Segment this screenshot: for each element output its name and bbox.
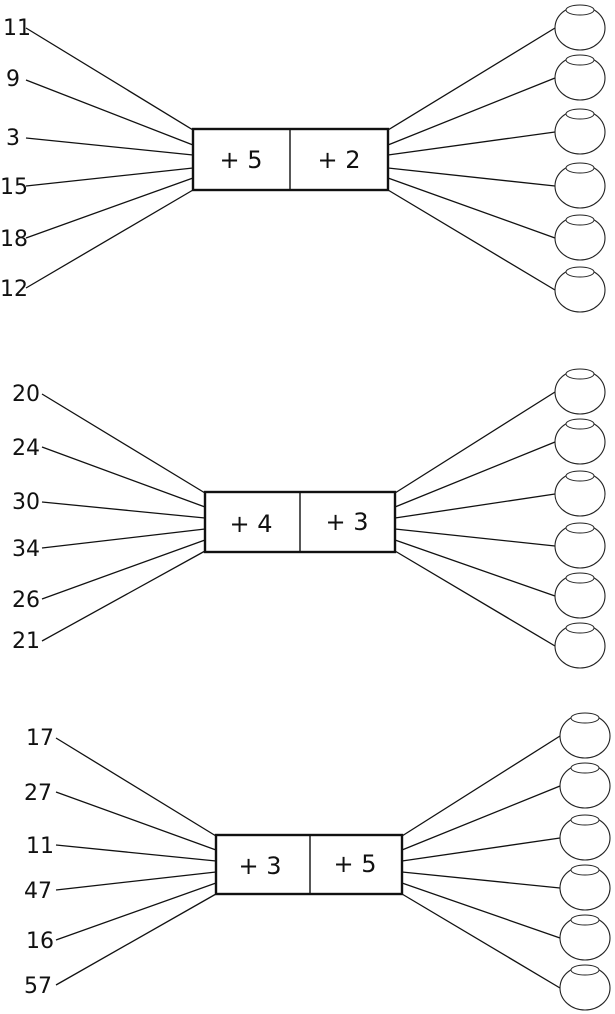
answer-jar[interactable]: [554, 162, 606, 209]
answer-jar[interactable]: [554, 214, 606, 261]
answer-jars: [554, 4, 606, 313]
output-wires: [394, 391, 556, 647]
input-number: 26: [12, 588, 40, 613]
input-number: 17: [26, 726, 54, 751]
answer-jar[interactable]: [559, 914, 611, 961]
exercise-1: + 5 + 2 11 9 3 15 18 12: [0, 4, 606, 313]
input-numbers: 20 24 30 34 26 21: [12, 382, 40, 654]
answer-jar[interactable]: [554, 622, 606, 669]
input-number: 20: [12, 382, 40, 407]
answer-jar[interactable]: [559, 964, 611, 1011]
input-number: 3: [6, 126, 20, 151]
answer-jar[interactable]: [559, 712, 611, 759]
input-number: 11: [3, 16, 31, 41]
input-number: 15: [0, 175, 28, 200]
answer-jar[interactable]: [554, 522, 606, 569]
exercise-3: + 3 + 5 17 27 11 47 16 57: [24, 712, 611, 1011]
input-number: 47: [24, 879, 52, 904]
operator-2: + 3: [325, 508, 368, 536]
answer-jar[interactable]: [559, 762, 611, 809]
input-number: 24: [12, 436, 40, 461]
input-number: 30: [12, 490, 40, 515]
answer-jar[interactable]: [554, 4, 606, 51]
answer-jar[interactable]: [559, 864, 611, 911]
input-number: 27: [24, 781, 52, 806]
answer-jar[interactable]: [554, 266, 606, 313]
answer-jars: [559, 712, 611, 1011]
input-numbers: 11 9 3 15 18 12: [0, 16, 31, 302]
output-wires: [401, 735, 561, 989]
input-number: 11: [26, 834, 54, 859]
output-wires: [387, 27, 556, 291]
operator-machine: + 4 + 3: [203, 490, 397, 554]
operator-machine: + 3 + 5: [214, 833, 404, 896]
input-number: 18: [0, 227, 28, 252]
answer-jar[interactable]: [554, 470, 606, 517]
answer-jar[interactable]: [554, 418, 606, 465]
operator-1: + 4: [229, 510, 272, 538]
input-number: 12: [0, 277, 28, 302]
operator-box: [214, 833, 404, 896]
input-wires: [41, 393, 206, 642]
operator-machine: + 5 + 2: [191, 127, 390, 192]
input-number: 57: [24, 974, 52, 999]
input-wires: [55, 737, 217, 986]
input-number: 21: [12, 629, 40, 654]
exercise-2: + 4 + 3 20 24 30 34 26 21: [12, 368, 606, 669]
answer-jar[interactable]: [554, 108, 606, 155]
operator-1: + 3: [238, 852, 281, 880]
input-number: 9: [6, 67, 20, 92]
answer-jar[interactable]: [554, 368, 606, 415]
input-number: 16: [26, 929, 54, 954]
answer-jar[interactable]: [554, 54, 606, 101]
answer-jar[interactable]: [554, 572, 606, 619]
answer-jars: [554, 368, 606, 669]
operator-2: + 2: [317, 146, 360, 174]
answer-jar[interactable]: [559, 814, 611, 861]
input-number: 34: [12, 537, 40, 562]
input-wires: [25, 27, 194, 289]
input-numbers: 17 27 11 47 16 57: [24, 726, 54, 999]
operator-2: + 5: [333, 850, 376, 878]
operator-1: + 5: [219, 146, 262, 174]
